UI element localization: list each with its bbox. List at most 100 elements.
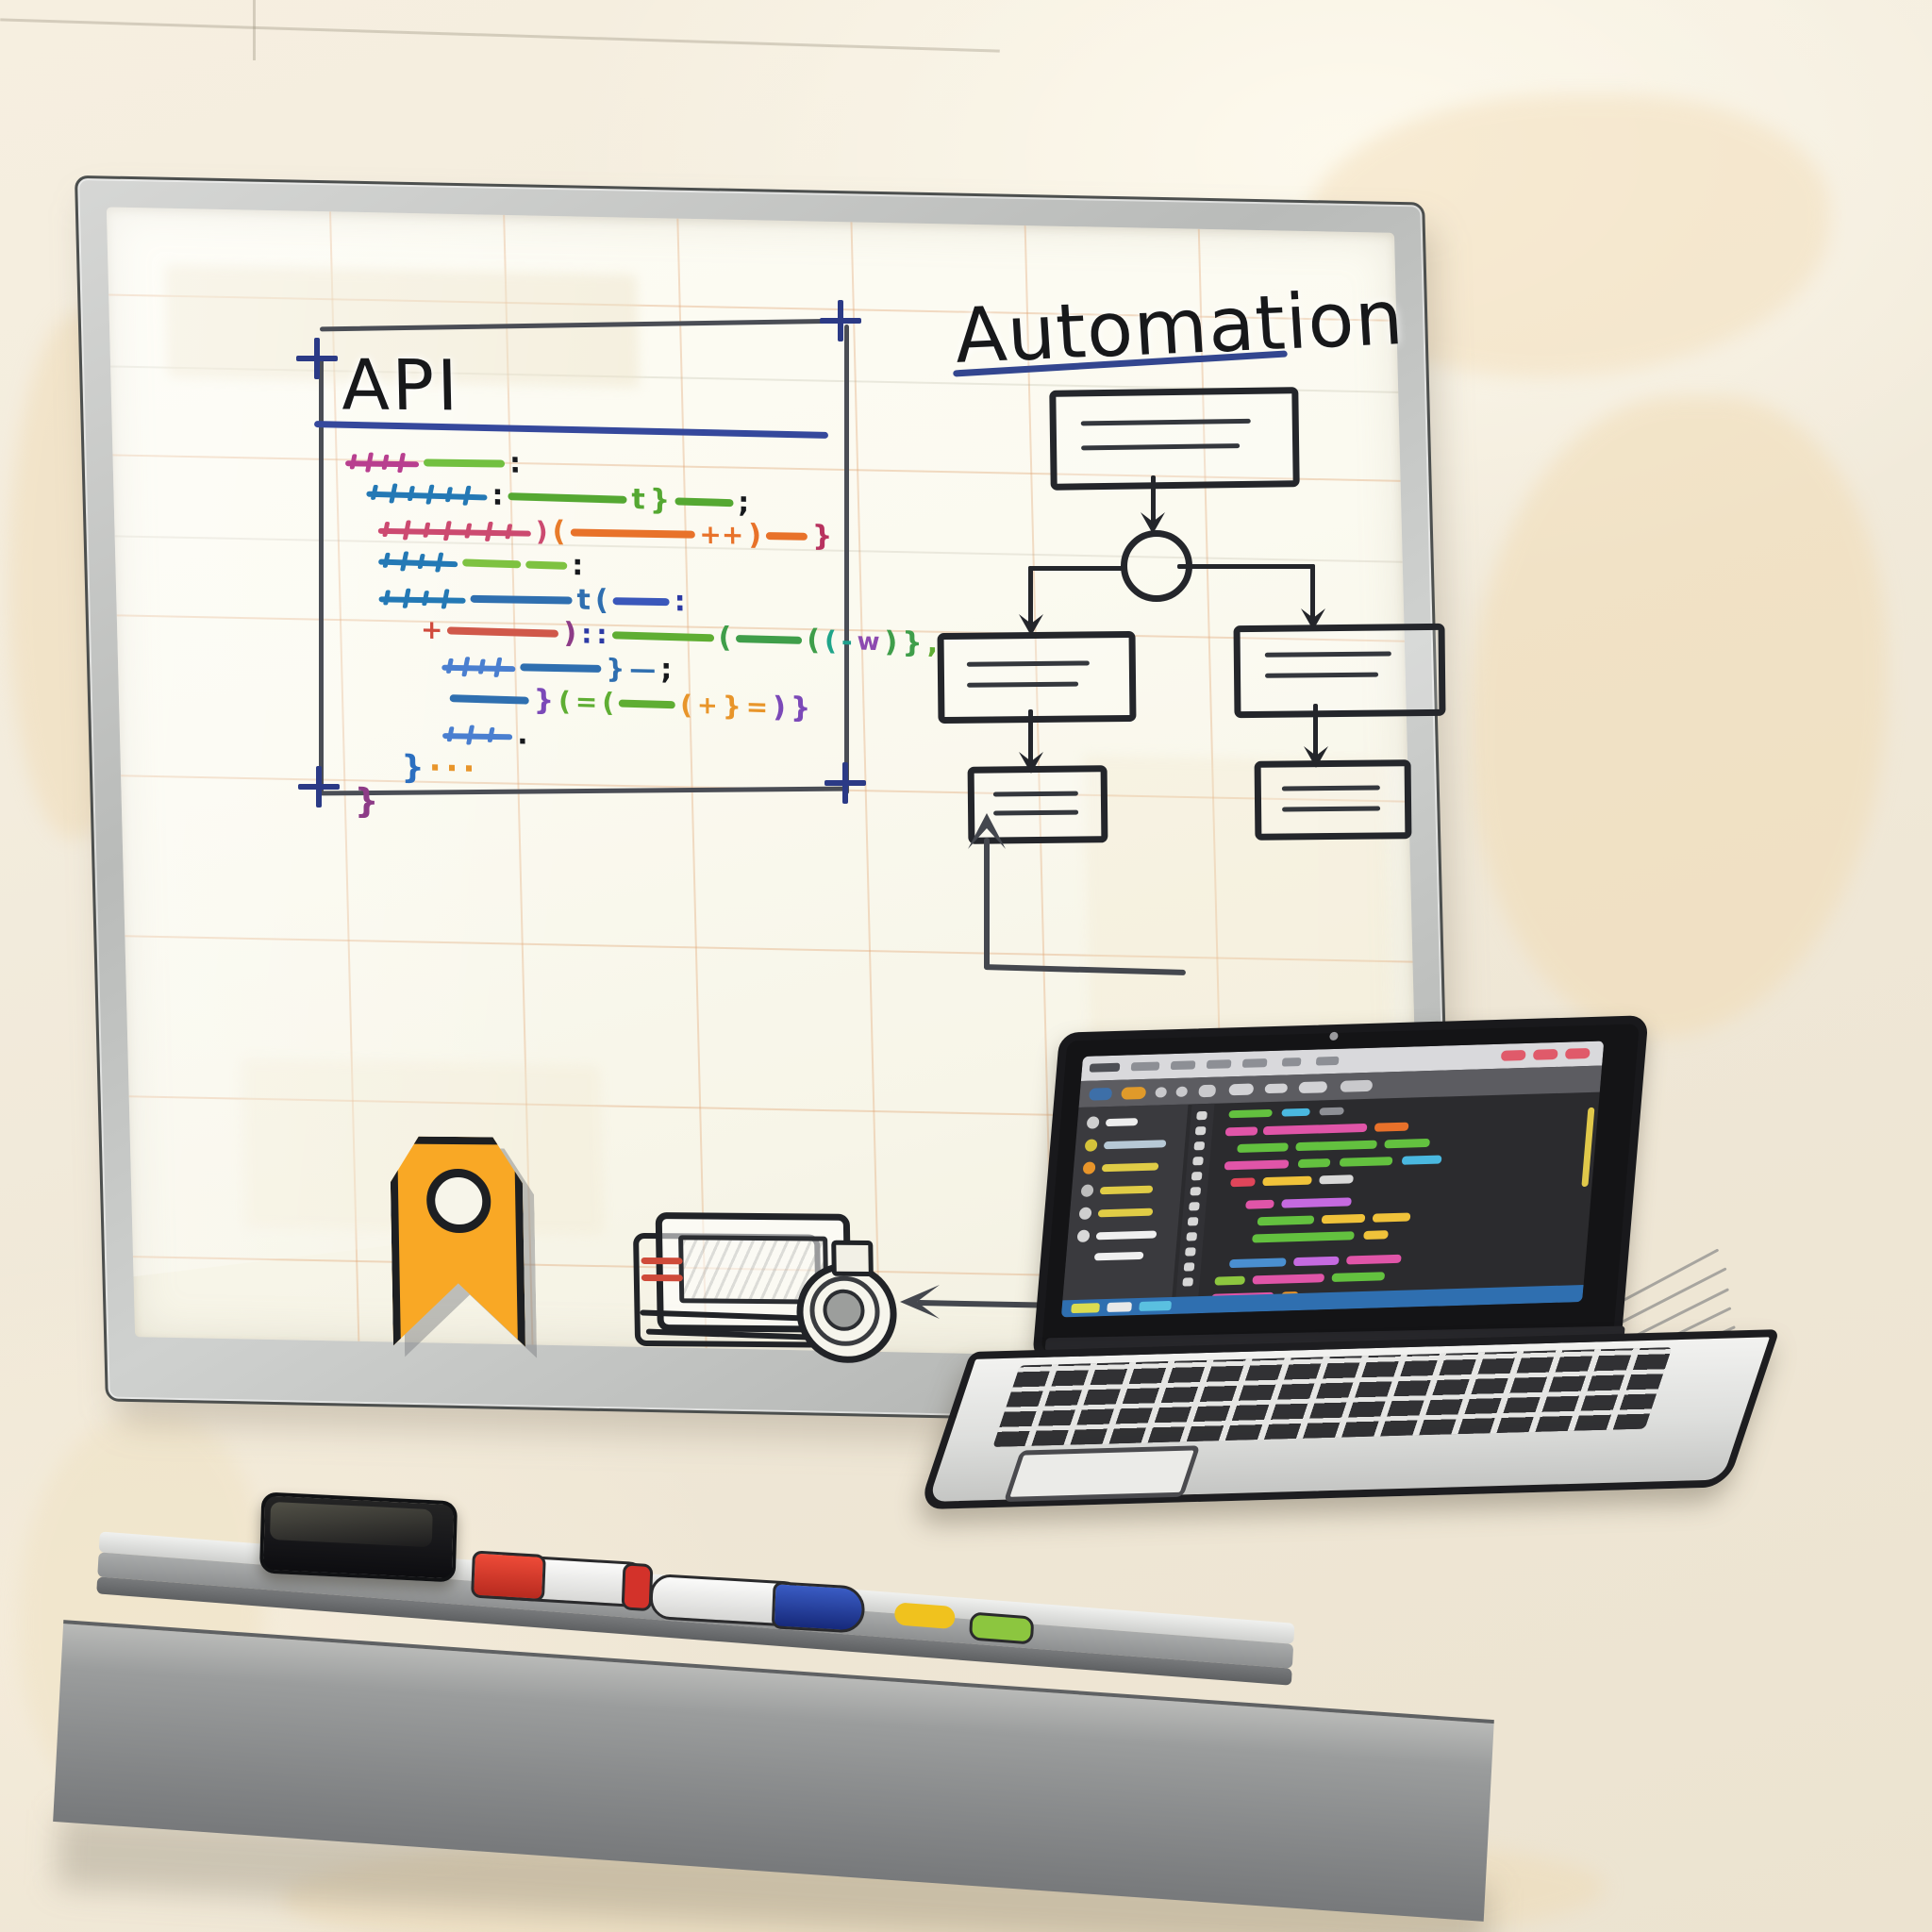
code-token-bar [736, 634, 803, 644]
code-token-glyph: ( [824, 625, 837, 657]
code-token-glyph: : [508, 446, 522, 480]
code-token-bar [449, 694, 529, 705]
code-token-tick [444, 487, 453, 503]
window-control-close-icon[interactable] [1564, 1047, 1591, 1059]
code-token-glyph: } [533, 683, 555, 718]
code-token-tick [425, 484, 435, 505]
flow-edge-right-to-leaf [1313, 704, 1318, 757]
blue-marker-cap[interactable] [771, 1581, 866, 1634]
window-control-maximize-icon[interactable] [1500, 1049, 1526, 1061]
editor-code-token [1252, 1274, 1325, 1285]
laptop-illustration[interactable] [918, 1015, 1780, 1558]
titlebar-menu-item[interactable] [1281, 1058, 1302, 1067]
editor-code-token [1228, 1257, 1287, 1269]
titlebar-menu-item[interactable] [1206, 1059, 1232, 1070]
taskbar-item[interactable] [1107, 1302, 1133, 1312]
editor-scrollbar[interactable] [1581, 1107, 1595, 1188]
code-token-tick [484, 521, 493, 541]
code-token-glyph: } [401, 748, 425, 788]
code-token-tick [382, 552, 391, 568]
code-token-tick [381, 454, 390, 470]
code-token-glyph: } [722, 690, 741, 723]
red-marker-cap[interactable] [471, 1550, 546, 1603]
flow-node-right-branch-box[interactable] [1233, 623, 1446, 719]
gutter-line-number [1185, 1247, 1196, 1257]
yellow-magnet[interactable] [893, 1602, 956, 1630]
code-token-glyph: = [575, 686, 598, 718]
titlebar-menu-item[interactable] [1241, 1058, 1268, 1068]
window-camera-icon[interactable] [632, 1199, 898, 1371]
code-panel-frame [314, 318, 855, 796]
camera-lens-mount [831, 1240, 874, 1277]
flow-node-left-branch-box[interactable] [937, 630, 1137, 724]
code-token-glyph: ) [563, 616, 577, 651]
code-token-glyph: t [631, 482, 645, 517]
toolbar-button[interactable] [1340, 1079, 1374, 1092]
code-token-tick [408, 486, 416, 502]
flow-edge-left-drop [1028, 566, 1033, 625]
bookmark-icon[interactable] [390, 1136, 525, 1346]
flow-node-text-line [1081, 443, 1241, 451]
code-token-glyph: ( [680, 689, 693, 721]
arrowhead-down-root [1141, 512, 1165, 534]
code-token-glyph: : [674, 585, 686, 619]
toolbar-button[interactable] [1228, 1083, 1255, 1096]
camera-lens-aperture [823, 1289, 865, 1331]
editor-code-token [1319, 1174, 1354, 1185]
code-token-tick [434, 552, 443, 573]
code-token-keyword [378, 551, 458, 573]
laptop-screen[interactable] [1060, 1041, 1605, 1318]
code-token-tick [349, 454, 358, 470]
code-token-bar [520, 663, 602, 673]
titlebar-menu-item[interactable] [1170, 1060, 1196, 1071]
toolbar-button[interactable] [1298, 1081, 1328, 1094]
code-token-tick [382, 590, 391, 606]
titlebar-menu-item[interactable] [1089, 1062, 1121, 1073]
code-token-glyph: · [445, 749, 458, 788]
code-token-glyph: · [462, 750, 475, 789]
code-token-tick [461, 657, 471, 677]
flow-node-root-box[interactable] [1049, 387, 1300, 491]
gutter-line-number [1194, 1125, 1207, 1136]
laptop-trackpad[interactable] [1003, 1445, 1201, 1503]
code-token-tick [402, 588, 411, 608]
editor-code-token [1228, 1108, 1273, 1119]
green-magnet[interactable] [968, 1611, 1035, 1645]
gutter-line-number [1196, 1110, 1208, 1121]
code-token-glyph: : [596, 618, 608, 651]
editor-code-token [1331, 1272, 1386, 1282]
code-token-bar [570, 528, 695, 539]
code-token-tick [462, 485, 472, 506]
titlebar-menu-item[interactable] [1130, 1061, 1160, 1072]
code-token-tick [505, 524, 513, 540]
code-token-tick [464, 523, 473, 539]
window-control-minimize-icon[interactable] [1532, 1048, 1558, 1060]
code-token-glyph: . [516, 718, 528, 752]
bookmark-icon-hole [425, 1168, 491, 1234]
editor-code-token [1224, 1126, 1258, 1137]
flow-edge-left-to-leaf [1028, 709, 1033, 762]
code-token-tick [421, 591, 430, 607]
code-token-glyph: } [902, 625, 923, 660]
taskbar-item[interactable] [1071, 1303, 1101, 1314]
flow-node-text-line [1282, 806, 1381, 812]
code-token-bar [462, 558, 522, 569]
code-token-glyph: ( [558, 685, 571, 717]
code-token-keyword [441, 657, 515, 677]
code-frame-right [844, 325, 849, 794]
toolbar-button[interactable] [1264, 1083, 1289, 1094]
whiteboard-eraser[interactable] [258, 1491, 458, 1583]
gutter-line-number [1191, 1172, 1203, 1181]
code-token-glyph: + [420, 613, 443, 646]
code-token-glyph: — [629, 653, 657, 686]
toolbar-button[interactable] [1121, 1086, 1147, 1100]
toolbar-button[interactable] [1089, 1087, 1113, 1101]
code-token-glyph: : [572, 549, 584, 583]
titlebar-menu-item[interactable] [1315, 1056, 1340, 1066]
code-token-keyword [378, 520, 531, 541]
flow-node-right-leaf-box[interactable] [1254, 759, 1412, 841]
flow-edge-decision-left [1028, 566, 1123, 571]
code-token-tick [399, 551, 408, 572]
taskbar-item[interactable] [1139, 1300, 1173, 1311]
